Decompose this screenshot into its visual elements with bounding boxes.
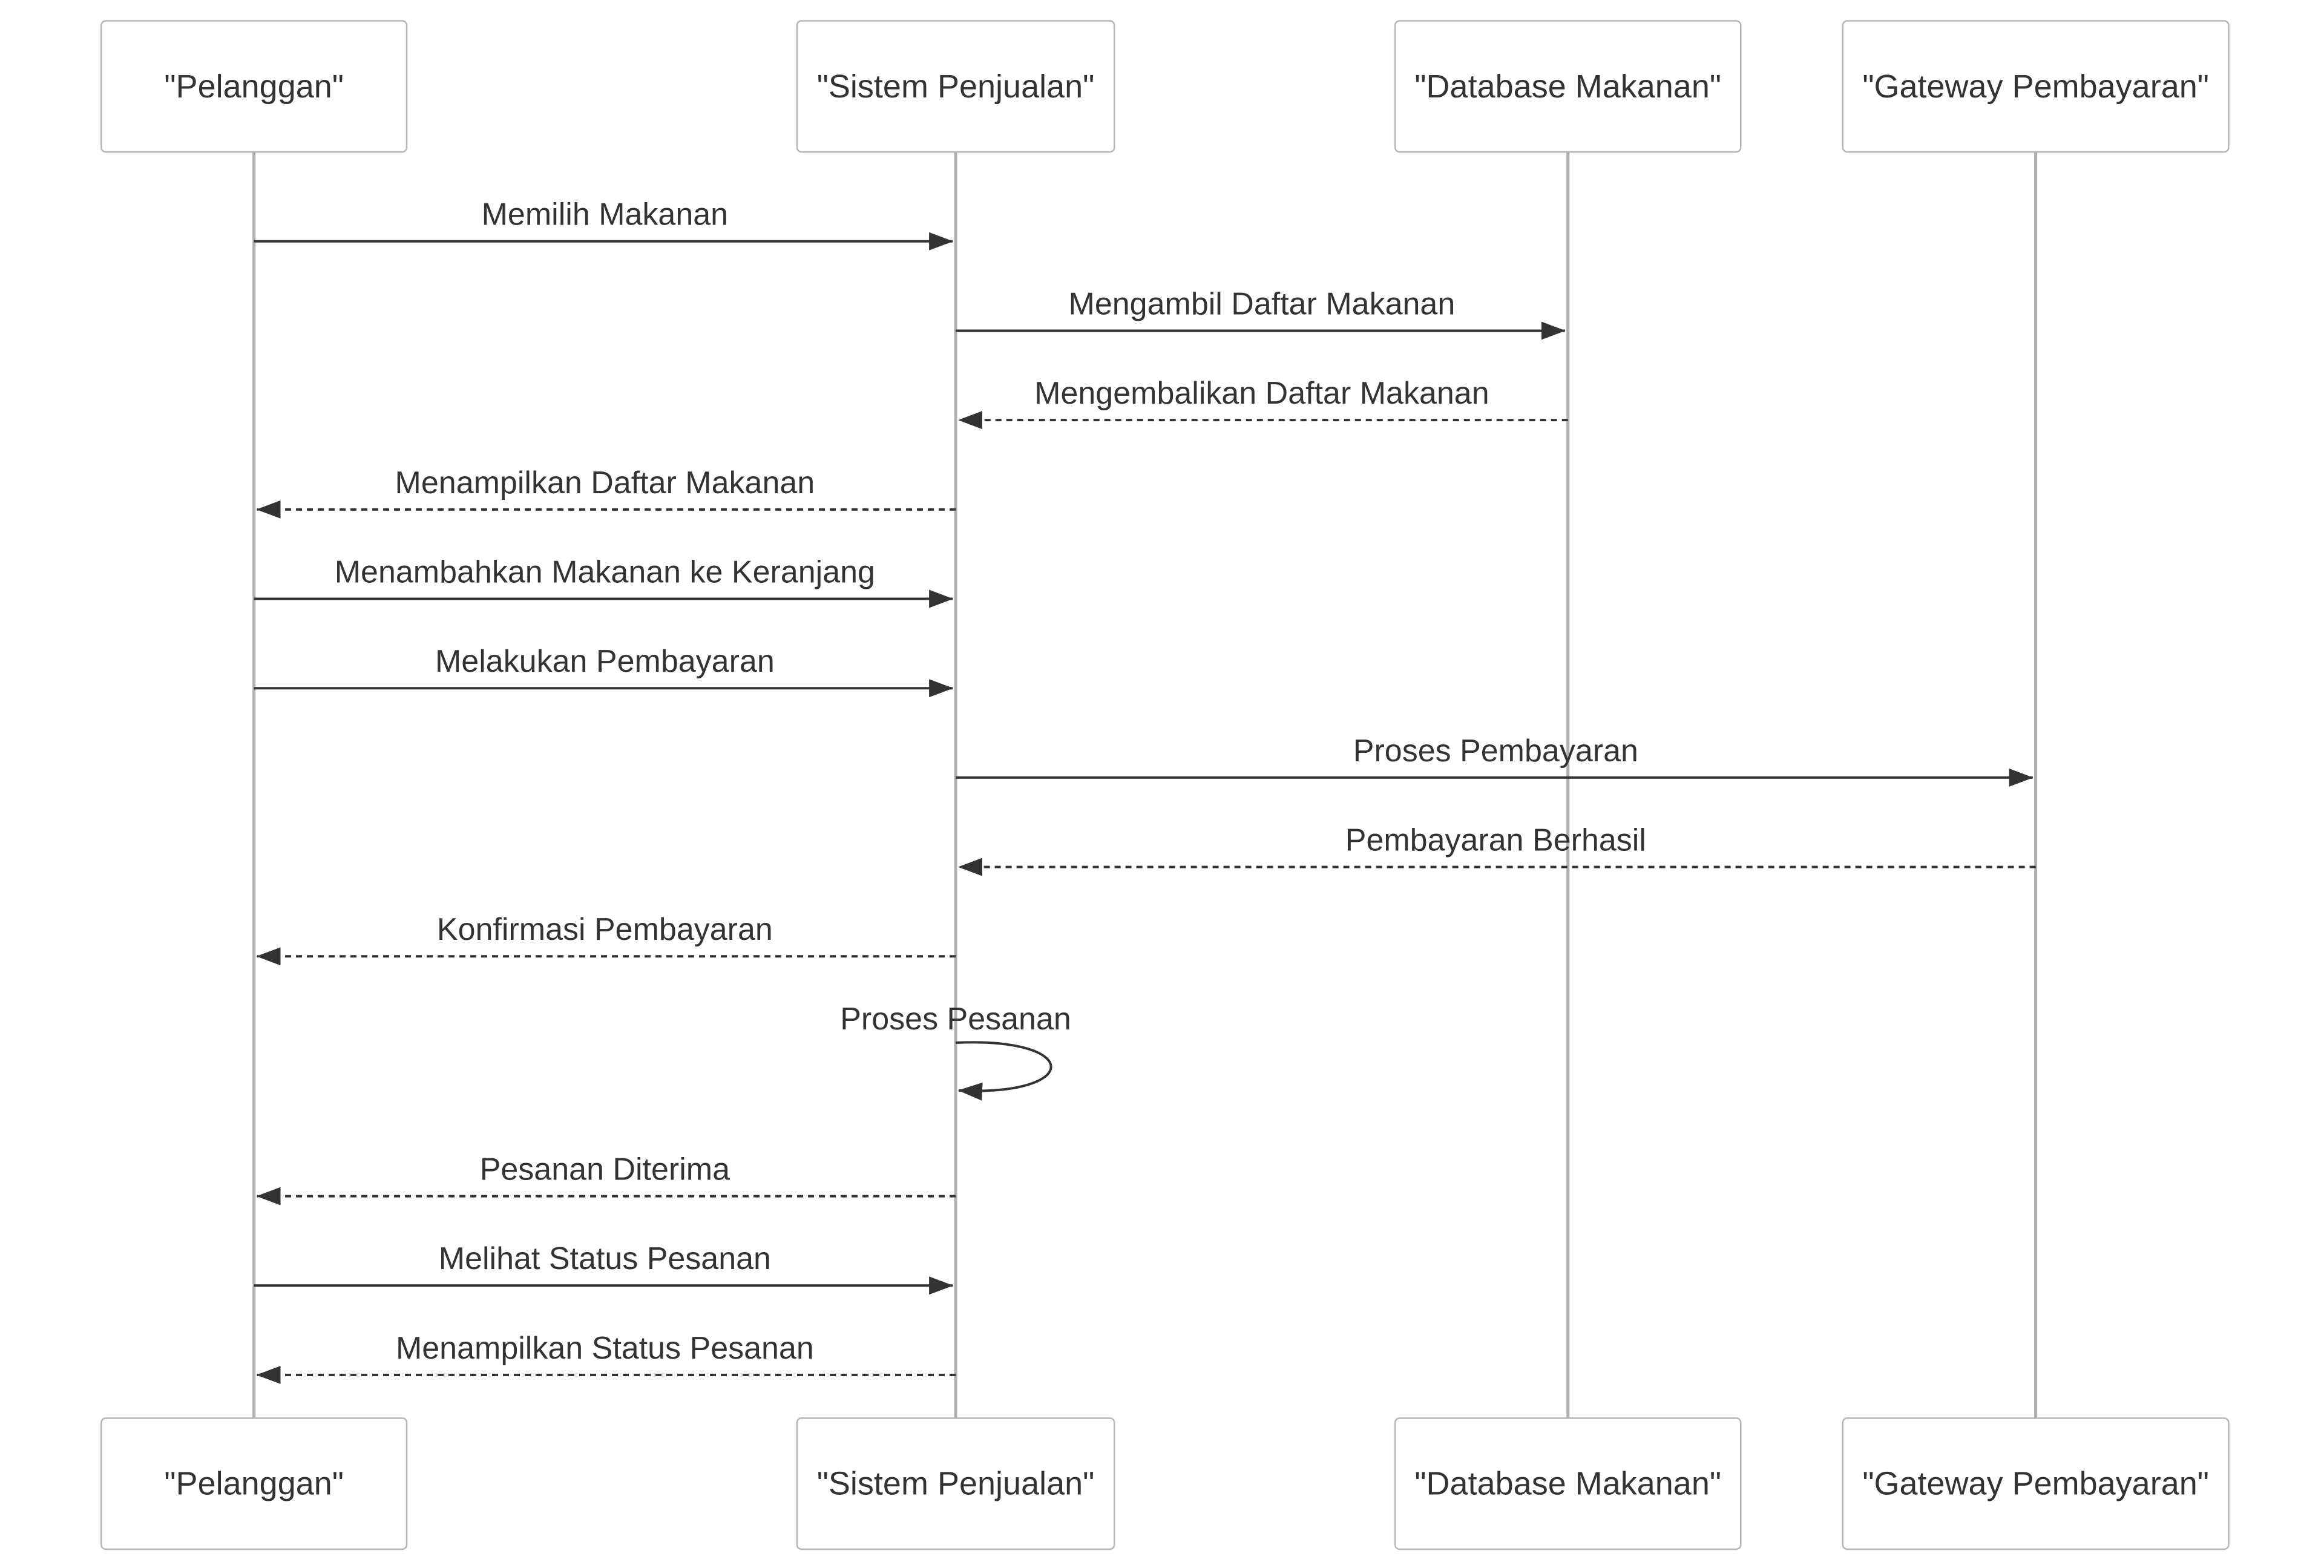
participant-label: "Database Makanan" (1414, 68, 1721, 105)
message-konfirmasi-pembayaran: Konfirmasi Pembayaran (256, 912, 956, 966)
participant-gateway-top: "Gateway Pembayaran" (1842, 20, 2230, 153)
message-arrow (955, 1041, 1052, 1101)
message-melakukan-pembayaran: Melakukan Pembayaran (254, 644, 954, 698)
lifelines (252, 152, 2038, 1419)
message-melihat-status-pesanan: Melihat Status Pesanan (254, 1241, 954, 1295)
message-label: Memilih Makanan (482, 197, 729, 232)
message-label: Pesanan Diterima (480, 1152, 730, 1187)
participant-box (100, 20, 408, 153)
participant-box (1842, 1417, 2230, 1550)
message-label: Menambahkan Makanan ke Keranjang (335, 554, 875, 589)
participant-database-bottom: "Database Makanan" (1394, 1417, 1742, 1550)
message-pesanan-diterima: Pesanan Diterima (256, 1152, 956, 1206)
participant-label: "Gateway Pembayaran" (1862, 68, 2209, 105)
participant-sistem-bottom: "Sistem Penjualan" (796, 1417, 1115, 1550)
message-label: Menampilkan Status Pesanan (396, 1331, 814, 1366)
message-label: Mengembalikan Daftar Makanan (1034, 376, 1489, 411)
participant-label: "Gateway Pembayaran" (1862, 1466, 2209, 1502)
message-label: Melihat Status Pesanan (439, 1241, 771, 1276)
participant-box (1394, 20, 1742, 153)
participant-sistem-top: "Sistem Penjualan" (796, 20, 1115, 153)
participant-box (100, 1417, 408, 1550)
message-proses-pesanan: Proses Pesanan (840, 1002, 1071, 1101)
message-label: Konfirmasi Pembayaran (437, 912, 773, 947)
message-menampilkan-daftar-makanan: Menampilkan Daftar Makanan (256, 465, 956, 519)
message-menambahkan-makanan-ke-keranjang: Menambahkan Makanan ke Keranjang (254, 554, 954, 608)
message-menampilkan-status-pesanan: Menampilkan Status Pesanan (256, 1331, 956, 1384)
participant-label: "Sistem Penjualan" (817, 68, 1095, 105)
participant-label: "Database Makanan" (1414, 1466, 1721, 1502)
message-label: Proses Pembayaran (1353, 733, 1638, 769)
participant-label: "Sistem Penjualan" (817, 1466, 1095, 1502)
message-proses-pembayaran: Proses Pembayaran (956, 733, 2034, 787)
message-label: Melakukan Pembayaran (435, 644, 775, 679)
message-mengembalikan-daftar-makanan: Mengembalikan Daftar Makanan (957, 376, 1568, 430)
message-label: Pembayaran Berhasil (1345, 823, 1646, 858)
message-label: Proses Pesanan (840, 1002, 1071, 1037)
participant-pelanggan-bottom: "Pelanggan" (100, 1417, 408, 1550)
message-pembayaran-berhasil: Pembayaran Berhasil (957, 823, 2036, 876)
message-mengambil-daftar-makanan: Mengambil Daftar Makanan (956, 286, 1566, 340)
participant-database-top: "Database Makanan" (1394, 20, 1742, 153)
participant-box (796, 1417, 1115, 1550)
message-label: Menampilkan Daftar Makanan (395, 465, 815, 500)
message-label: Mengambil Daftar Makanan (1069, 286, 1456, 321)
participant-pelanggan-top: "Pelanggan" (100, 20, 408, 153)
participant-box (1842, 20, 2230, 153)
participant-gateway-bottom: "Gateway Pembayaran" (1842, 1417, 2230, 1550)
participant-label: "Pelanggan" (164, 1466, 344, 1502)
participant-label: "Pelanggan" (164, 68, 344, 105)
message-memilih-makanan: Memilih Makanan (254, 197, 954, 251)
participants: "Pelanggan" "Pelanggan" "Sistem Penjualan"… (100, 20, 2230, 1550)
participant-box (796, 20, 1115, 153)
participant-box (1394, 1417, 1742, 1550)
